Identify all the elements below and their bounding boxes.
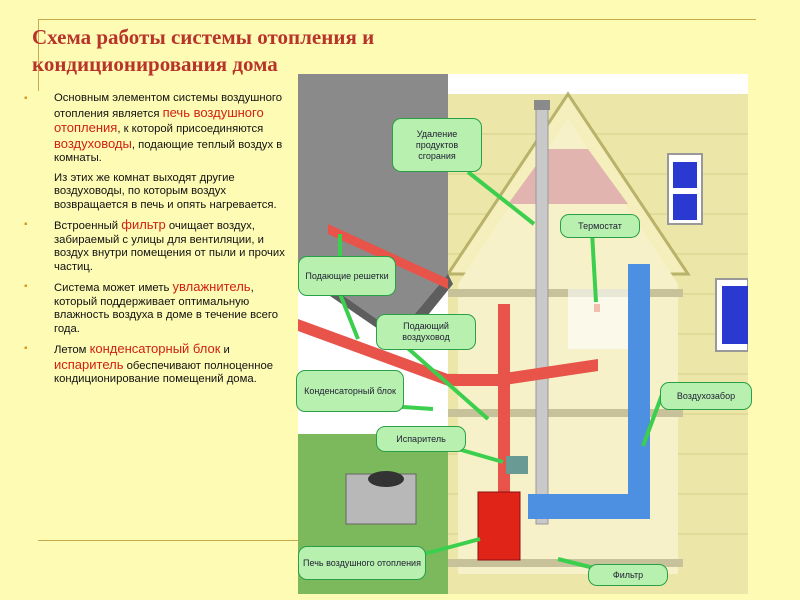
window-right-pane: [722, 286, 748, 344]
callout-filter-label: Фильтр: [612, 569, 644, 580]
bullet-marker: ▪: [24, 281, 28, 292]
bullet-marker: ▪: [24, 93, 28, 104]
bullet-marker: ▪: [24, 219, 28, 230]
highlight-filter: фильтр: [121, 217, 166, 232]
window-pane-bottom: [673, 194, 697, 220]
left-frame-line: [38, 19, 39, 91]
bullet-text: , подающие теплый воздух в комнаты.: [54, 138, 283, 165]
callout-filter: Фильтр: [588, 564, 668, 586]
supply-duct-right: [498, 359, 598, 386]
furnace-unit: [477, 491, 521, 561]
bullet-text: и: [220, 344, 230, 356]
callout-supply-duct-label: Подающий воздуховод: [402, 321, 450, 342]
return-duct: [528, 264, 650, 519]
callout-flue-label: Удаление продуктов сгорания: [415, 128, 459, 161]
highlight-condenser: конденсаторный блок: [89, 341, 221, 356]
bullet-humidifier: ▪ Система может иметь увлажнитель, котор…: [24, 280, 294, 336]
highlight-evaporator: испаритель: [54, 356, 124, 372]
callout-furnace: Печь воздушного отопления: [298, 546, 426, 580]
bottom-frame-line: [38, 540, 298, 541]
bullet-filter: ▪ Встроенный фильтр очищает воздух, заби…: [24, 218, 294, 274]
callout-furnace-label: Печь воздушного отопления: [303, 557, 421, 568]
bullet-text: Система может иметь: [54, 282, 173, 294]
callout-evaporator-label: Испаритель: [396, 433, 446, 444]
bullet-text: очищает воздух, забираемый с улицы для в…: [54, 220, 285, 273]
callout-flue: Удаление продуктов сгорания: [392, 118, 482, 172]
bullet-list: ▪ Основным элементом системы воздушного …: [24, 92, 294, 393]
bullet-furnace: ▪ Основным элементом системы воздушного …: [24, 92, 294, 166]
middle-floor: [448, 409, 683, 417]
callout-thermostat: Термостат: [560, 214, 640, 238]
callout-condenser: Конденсаторный блок: [296, 370, 404, 412]
bullet-cooling: ▪ Летом конденсаторный блок и испаритель…: [24, 342, 294, 387]
highlight-humidifier: увлажнитель: [172, 279, 251, 294]
bullet-text: , к которой присоединяются: [117, 123, 264, 135]
supply-duct-left: [298, 319, 448, 386]
callout-air-intake: Воздухозабор: [660, 382, 752, 410]
callout-thermostat-label: Термостат: [578, 220, 622, 231]
slide-title: Схема работы системы отопления и кондици…: [32, 25, 375, 76]
bullet-text: обеспечивают полноценное кондиционирован…: [54, 359, 274, 386]
highlight-furnace: печь воздушного отопления: [54, 104, 264, 135]
condenser-fan: [368, 471, 404, 487]
bullet-text: , который поддерживает оптимальную влажн…: [54, 282, 279, 335]
callout-condenser-label: Конденсаторный блок: [304, 385, 396, 396]
upper-floor: [448, 289, 683, 297]
window-pane-top: [673, 162, 697, 188]
basement-floor: [448, 559, 683, 567]
sub-paragraph-return: Из этих же комнат выходят другие воздухо…: [54, 171, 277, 211]
evaporator-coil: [506, 456, 528, 474]
house-diagram: Удаление продуктов сгорания Термостат По…: [296, 74, 752, 594]
bullet-text: Летом: [54, 344, 90, 356]
highlight-ducts: воздуховоды: [54, 135, 132, 151]
flue-pipe: [535, 103, 549, 525]
bullet-marker: ▪: [24, 343, 28, 354]
callout-supply-grilles-label: Подающие решетки: [305, 270, 389, 281]
callout-supply-grilles: Подающие решетки: [298, 256, 396, 296]
house-illustration: [298, 74, 749, 594]
callout-air-intake-label: Воздухозабор: [676, 390, 736, 401]
top-frame-line: [38, 19, 756, 20]
callout-supply-duct: Подающий воздуховод: [376, 314, 476, 350]
callout-evaporator: Испаритель: [376, 426, 466, 452]
bullet-text: Встроенный: [54, 220, 122, 232]
bullet-text: Основным элементом системы воздушного от…: [54, 92, 283, 120]
flue-cap: [534, 100, 550, 110]
